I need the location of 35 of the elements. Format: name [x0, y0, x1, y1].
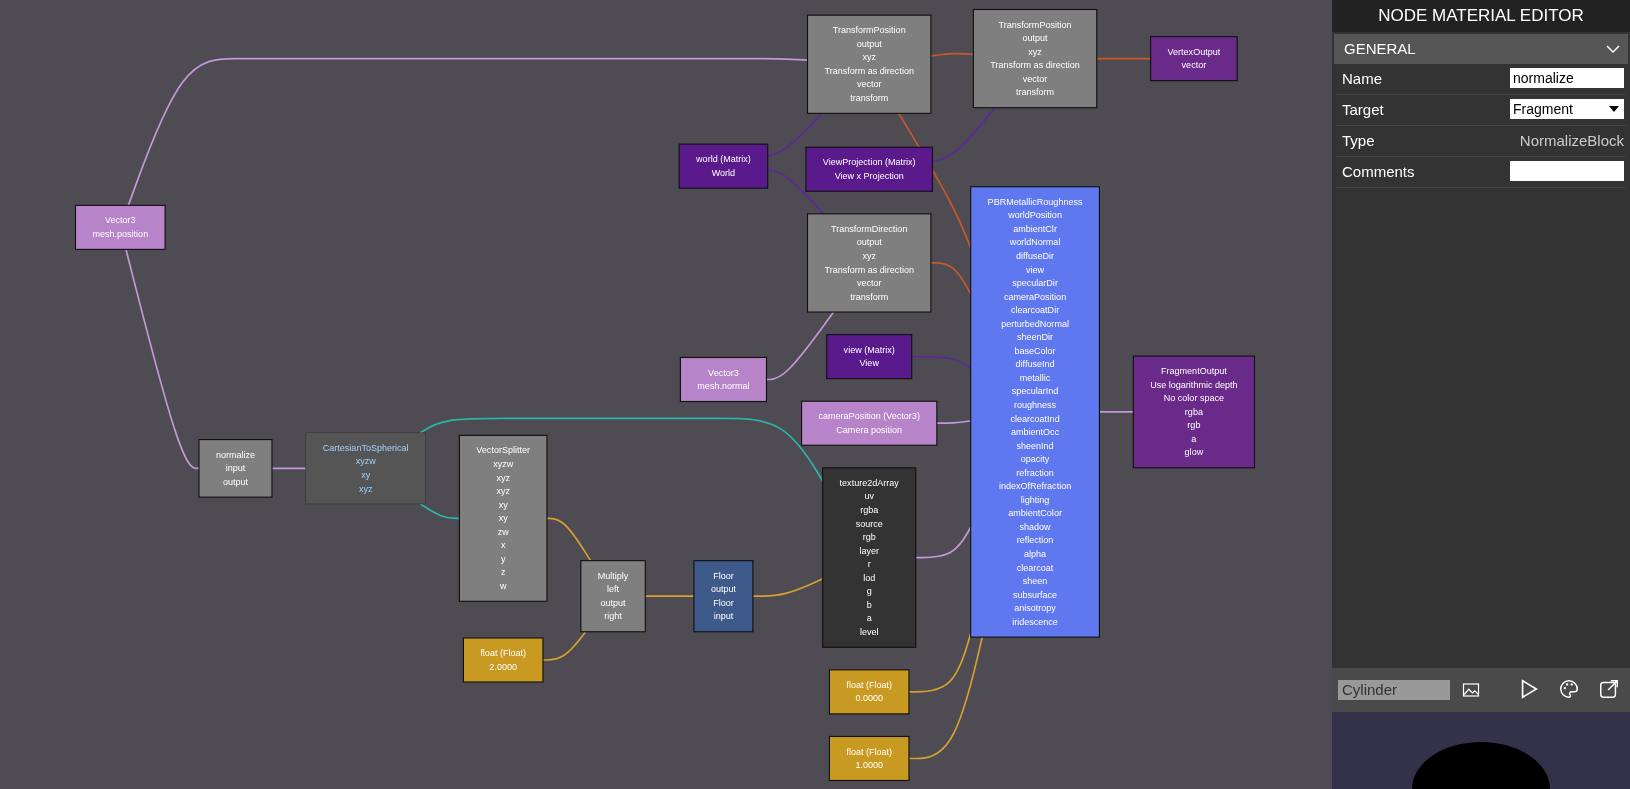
- node-box: Multiply left output right: [580, 559, 646, 632]
- node-box: float (Float) 1.0000: [828, 735, 910, 781]
- field-label: Name: [1342, 70, 1382, 87]
- section-header: GENERAL: [1334, 34, 1628, 64]
- panel-title: NODE MATERIAL EDITOR: [1332, 0, 1630, 32]
- node-box: CartesianToSpherical xyzw xy xyz: [305, 432, 426, 504]
- node-box: TransformPosition output xyz Transform as direction vector transform: [972, 8, 1098, 108]
- node-box: texture2dArray uv rgba source rgb layer r lod g b a level: [822, 466, 917, 648]
- connector: [542, 630, 587, 661]
- connector: [546, 516, 592, 561]
- input-field: normalize: [1510, 68, 1624, 88]
- field-label: Target: [1342, 101, 1384, 118]
- connector: [908, 635, 984, 759]
- connector: [271, 467, 307, 469]
- node-box: float (Float) 0.0000: [828, 668, 910, 714]
- node-box: VertexOutput vector: [1150, 35, 1238, 81]
- node-box: Vector3 mesh.normal: [679, 356, 768, 402]
- node-box: Floor output Floor input: [693, 559, 754, 632]
- node-box: FragmentOutput Use logarithmic depth No color space rgba rgb a glow: [1132, 355, 1256, 468]
- node-box: normalize input output: [198, 438, 273, 498]
- node-box: ViewProjection (Matrix) View x Projection: [805, 146, 934, 192]
- node-box: cameraPosition (Vector3) Camera position: [801, 400, 938, 446]
- field-label: Type: [1342, 132, 1375, 149]
- field-label: Comments: [1342, 163, 1415, 180]
- node-box: TransformDirection output xyz Transform as direction vector transform: [806, 212, 932, 313]
- node-box: TransformPosition output xyz Transform as direction vector transform: [806, 14, 932, 114]
- node-box: view (Matrix) View: [826, 333, 913, 379]
- node-box: world (Matrix) World: [678, 143, 769, 189]
- mesh-dropdown: Cylinder: [1338, 680, 1450, 700]
- node-box: PBRMetallicRoughness worldPosition ambientClr worldNormal diffuseDir view specularDir cameraPosition clearcoatDir perturbedNormal sheenDir baseColor diffuseInd metallic specularInd roughness clearcoatInd ambientOcc sheenInd opacity refraction indexOfRefraction lighting ambientColor shadow reflection alpha clearcoat sheen subsurface anisotropy iridescence: [970, 185, 1100, 638]
- dropdown: Fragment: [1510, 99, 1624, 119]
- node-box: Vector3 mesh.position: [74, 204, 166, 250]
- node-box: float (Float) 2.0000: [462, 636, 544, 683]
- type-value: NormalizeBlock: [1519, 132, 1624, 149]
- node-box: VectorSplitter xyzw xyz xyz xy xy zw x y z w: [458, 434, 548, 602]
